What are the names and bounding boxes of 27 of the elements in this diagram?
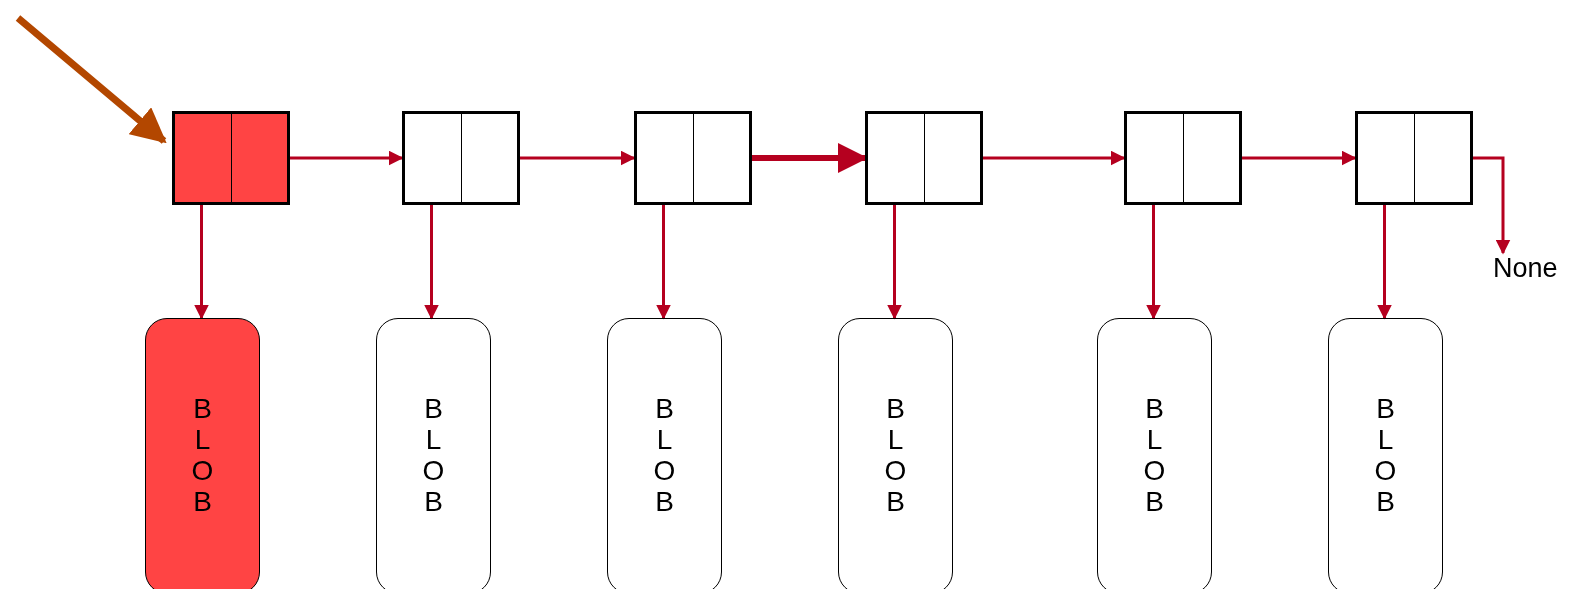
list-cell	[402, 111, 520, 205]
arrow	[1242, 150, 1357, 166]
arrow	[887, 205, 902, 320]
arrow	[1473, 156, 1511, 255]
arrow	[983, 150, 1126, 166]
blob-label: BLOB	[1142, 394, 1167, 518]
arrow	[520, 150, 636, 166]
blob-box	[145, 318, 260, 589]
list-cell	[172, 111, 290, 205]
arrow	[752, 143, 868, 173]
arrow	[290, 150, 404, 166]
list-cell	[1124, 111, 1242, 205]
list-cell	[634, 111, 752, 205]
arrow	[15, 15, 167, 144]
blob-label: BLOB	[190, 394, 215, 518]
list-cell	[865, 111, 983, 205]
none-label: None	[1493, 253, 1558, 284]
arrow	[1377, 205, 1392, 320]
blob-label: BLOB	[883, 394, 908, 518]
list-cell	[1355, 111, 1473, 205]
blob-label: BLOB	[652, 394, 677, 518]
arrow	[1146, 205, 1161, 320]
arrow	[656, 205, 671, 320]
arrow	[194, 205, 209, 320]
blob-label: BLOB	[421, 394, 446, 518]
arrow	[424, 205, 439, 320]
blob-label: BLOB	[1373, 394, 1398, 518]
